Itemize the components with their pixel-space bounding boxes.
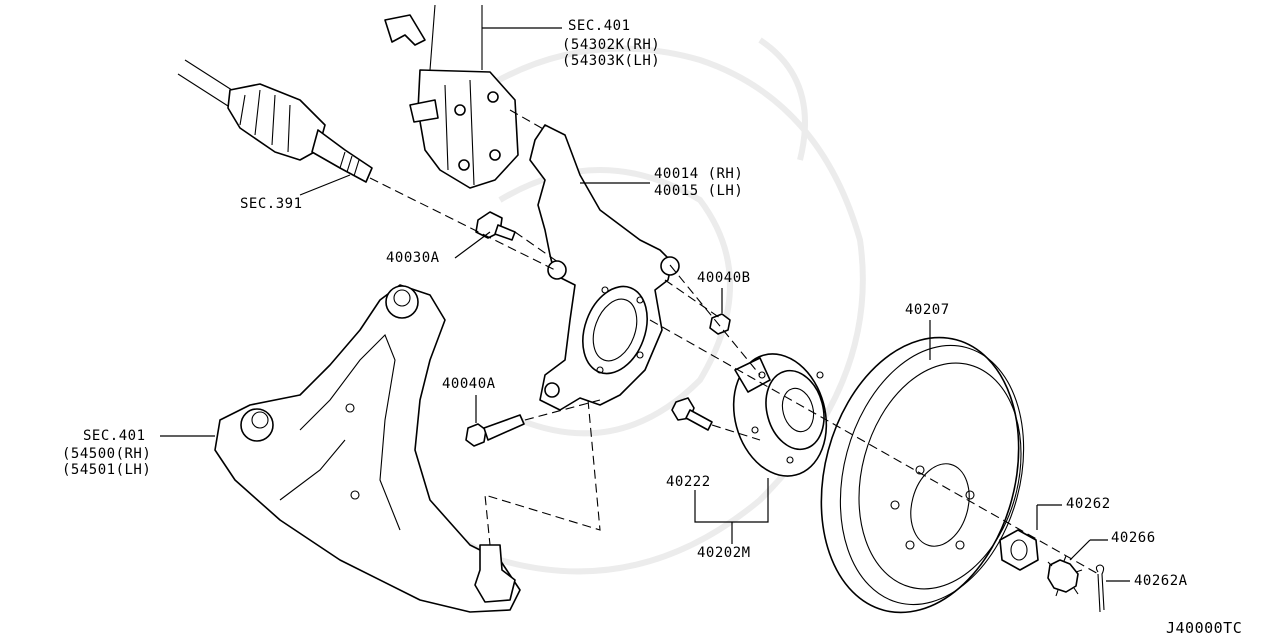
label-arm-sec: SEC.401 bbox=[83, 428, 146, 444]
label-strut-rh: (54302K(RH) bbox=[562, 37, 661, 53]
label-knuckle-lh: 40015 (LH) bbox=[654, 183, 744, 199]
label-nut-retainer: 40266 bbox=[1111, 530, 1156, 546]
diagram-id: J40000TC bbox=[1166, 619, 1243, 637]
strut-bracket bbox=[384, 4, 519, 189]
cotter-pin-drawing bbox=[1095, 564, 1105, 613]
label-strut-sec: SEC.401 bbox=[568, 18, 631, 34]
label-bolt-40040a: 40040A bbox=[442, 376, 496, 392]
lower-control-arm bbox=[214, 284, 521, 613]
nut-retainer-drawing bbox=[1047, 555, 1083, 597]
label-arm-rh: (54500(RH) bbox=[62, 446, 152, 462]
label-driveshaft-sec: SEC.391 bbox=[240, 196, 303, 212]
nut-40040b-drawing bbox=[709, 313, 731, 335]
label-bolt-40030a: 40030A bbox=[386, 250, 440, 266]
label-hub-bolt: 40222 bbox=[666, 474, 711, 490]
label-arm-lh: (54501(LH) bbox=[62, 462, 152, 478]
steering-knuckle bbox=[529, 124, 680, 411]
label-hub-assembly: 40202M bbox=[697, 545, 751, 561]
label-nut-40040b: 40040B bbox=[697, 270, 751, 286]
bolt-40040a-drawing bbox=[465, 414, 525, 447]
assembly-lines bbox=[369, 109, 1101, 576]
bolt-40030a-drawing bbox=[475, 211, 516, 241]
label-rotor: 40207 bbox=[905, 302, 950, 318]
drive-shaft bbox=[177, 59, 373, 183]
hub-bolt-40222-drawing bbox=[671, 397, 713, 431]
label-axle-nut: 40262 bbox=[1066, 496, 1111, 512]
axle-nut-drawing bbox=[999, 529, 1039, 571]
brake-rotor bbox=[820, 336, 1025, 614]
leader-lines bbox=[160, 27, 1130, 582]
label-knuckle-rh: 40014 (RH) bbox=[654, 166, 744, 182]
wheel-hub bbox=[732, 353, 828, 477]
label-cotter-pin: 40262A bbox=[1134, 573, 1188, 589]
label-strut-lh: (54303K(LH) bbox=[562, 53, 661, 69]
